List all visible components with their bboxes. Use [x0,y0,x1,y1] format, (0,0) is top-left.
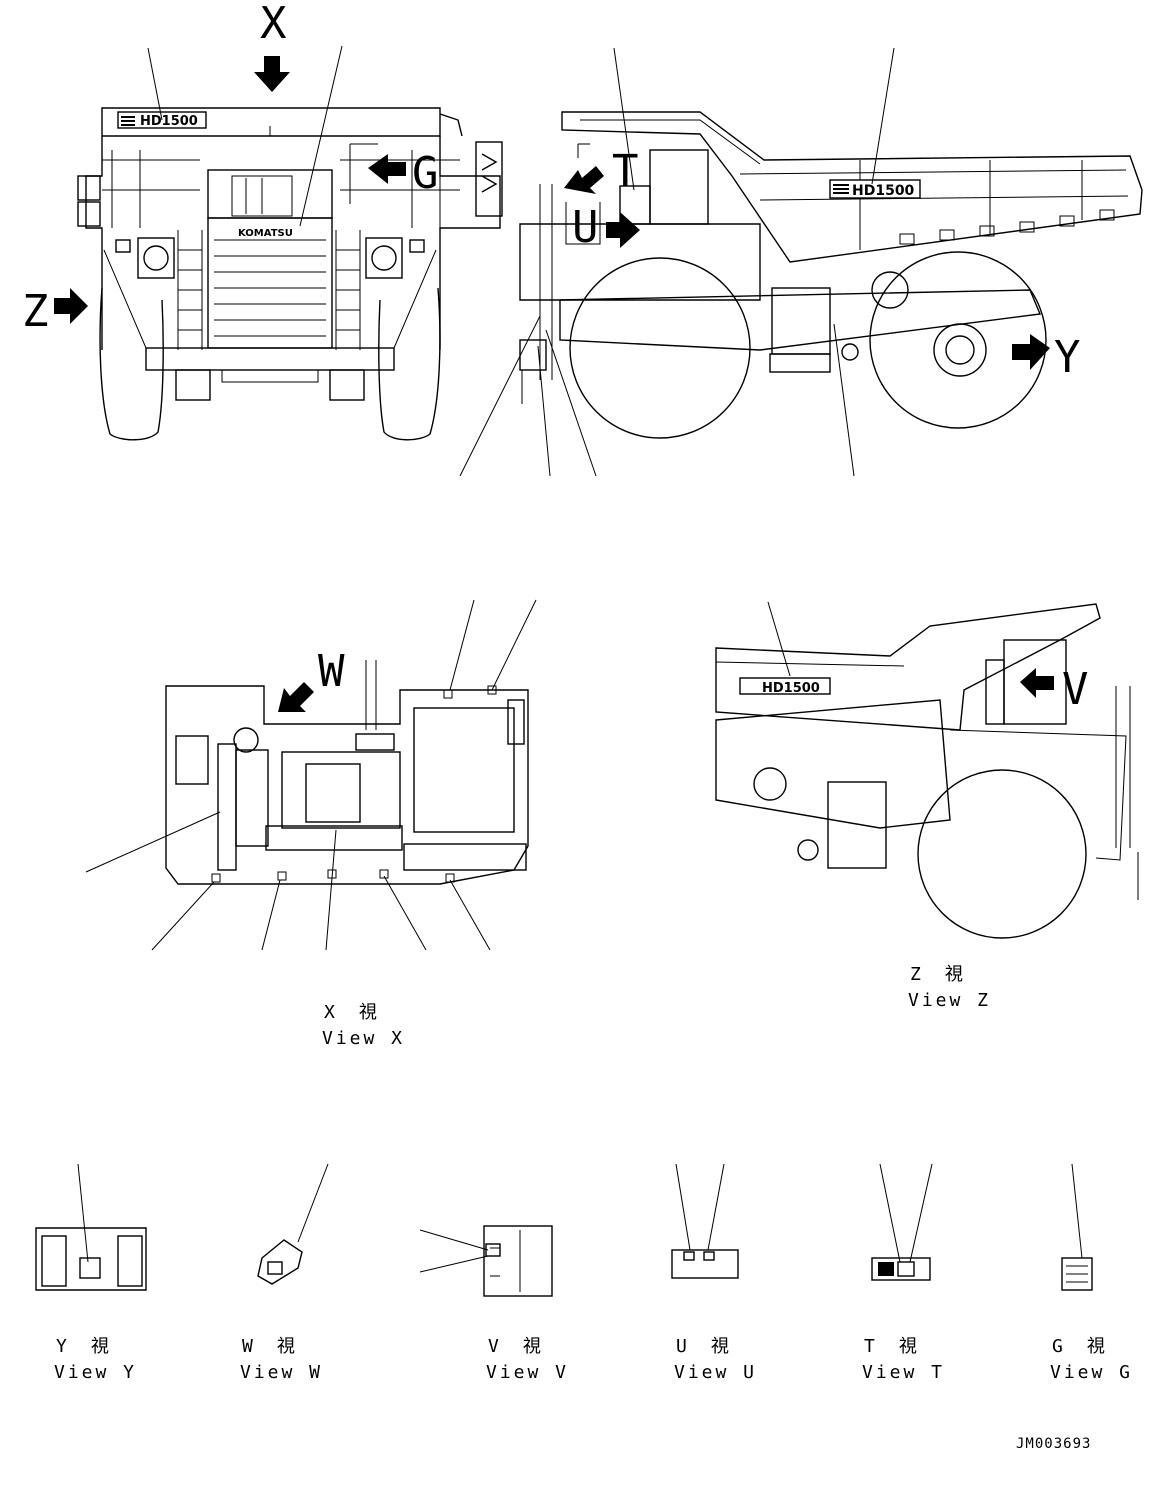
arrow-g-icon [368,154,406,184]
view-u-caption-en: View U [674,1362,757,1383]
view-g-caption-en: View G [1050,1362,1133,1383]
view-x-caption-jp: X 視 [324,1002,380,1023]
view-t: T 視 View T [862,1163,945,1383]
arrow-t-label: T [612,146,639,197]
rear-wheel [869,251,1047,429]
view-w: W 視 View W [240,1163,329,1383]
brand-decal-front: KOMATSU [238,228,293,239]
view-z-caption-jp: Z 視 [910,964,966,985]
model-decal-side-text: HD1500 [852,183,915,199]
arrow-v-label: V [1062,664,1089,715]
arrow-w-label: W [318,646,345,697]
model-decal-front-text: HD1500 [140,114,198,129]
arrow-g-label: G [412,148,439,199]
arrow-x-label: X [260,0,287,49]
view-y: Y 視 View Y [35,1163,147,1383]
view-v-caption-jp: V 視 [488,1336,544,1357]
arrow-y-label: Y [1054,332,1081,383]
arrow-t-icon [564,166,604,194]
view-w-caption-jp: W 視 [242,1336,298,1357]
document-code: JM003693 [1016,1436,1091,1452]
view-g-caption-jp: G 視 [1052,1336,1108,1357]
arrow-y-icon [1012,334,1050,370]
view-y-caption-jp: Y 視 [56,1336,112,1357]
view-z-caption-en: View Z [908,990,991,1011]
view-t-caption-jp: T 視 [864,1336,920,1357]
front-view: HD1500 KOMATSU [22,0,503,441]
view-t-caption-en: View T [862,1362,945,1383]
side-view: HD1500 T U Y [459,47,1143,477]
arrow-z-icon [54,288,88,324]
arrow-v-icon [1020,668,1054,698]
arrow-z-label: Z [22,286,49,337]
model-decal-z-text: HD1500 [762,681,820,696]
arrow-u-icon [606,212,640,248]
view-y-caption-en: View Y [54,1362,137,1383]
model-decal-side [829,179,921,199]
view-w-caption-en: View W [240,1362,323,1383]
view-z: HD1500 V Z 視 View Z [715,601,1139,1011]
arrow-u-label: U [572,202,599,253]
view-v: V 視 View V [419,1225,569,1383]
arrow-x-icon [254,56,290,92]
view-z-wheel [917,769,1087,939]
model-decal-z [739,677,831,695]
view-x-caption-en: View X [322,1028,405,1049]
view-u-caption-jp: U 視 [676,1336,732,1357]
view-g: G 視 View G [1050,1163,1133,1383]
view-v-caption-en: View V [486,1362,569,1383]
arrow-w-icon [278,682,314,712]
view-u: U 視 View U [671,1163,757,1383]
front-wheel [569,257,751,439]
view-x: W X 視 View X [85,599,537,1049]
